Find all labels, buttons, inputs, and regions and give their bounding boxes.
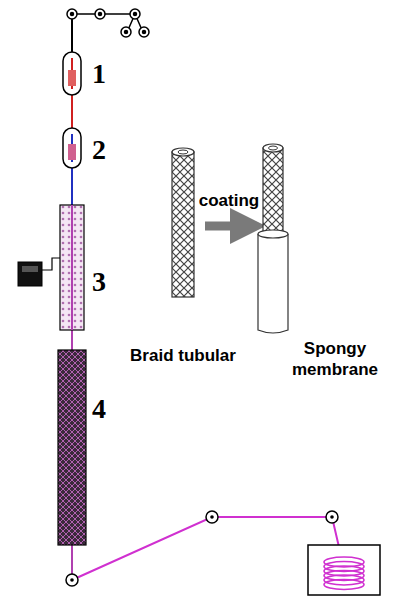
process-arrow — [205, 222, 248, 231]
callout-number: 1 — [92, 60, 106, 88]
coating-head-1 — [63, 52, 81, 95]
step-label: coating — [184, 190, 274, 211]
callout-number: 3 — [92, 268, 106, 296]
callout-number: 4 — [92, 395, 106, 423]
coating-head-2 — [63, 128, 81, 168]
callout-number: 2 — [92, 136, 106, 164]
spongy-membrane — [258, 144, 288, 333]
coagulation-tube — [18, 205, 84, 330]
guide-rollers — [67, 9, 149, 37]
washing-bath — [58, 350, 86, 545]
part-label: Braid tubular — [118, 345, 248, 366]
part-label: Spongy membrane — [285, 338, 385, 381]
take-up-line — [66, 511, 380, 595]
braid-tube — [172, 148, 194, 297]
